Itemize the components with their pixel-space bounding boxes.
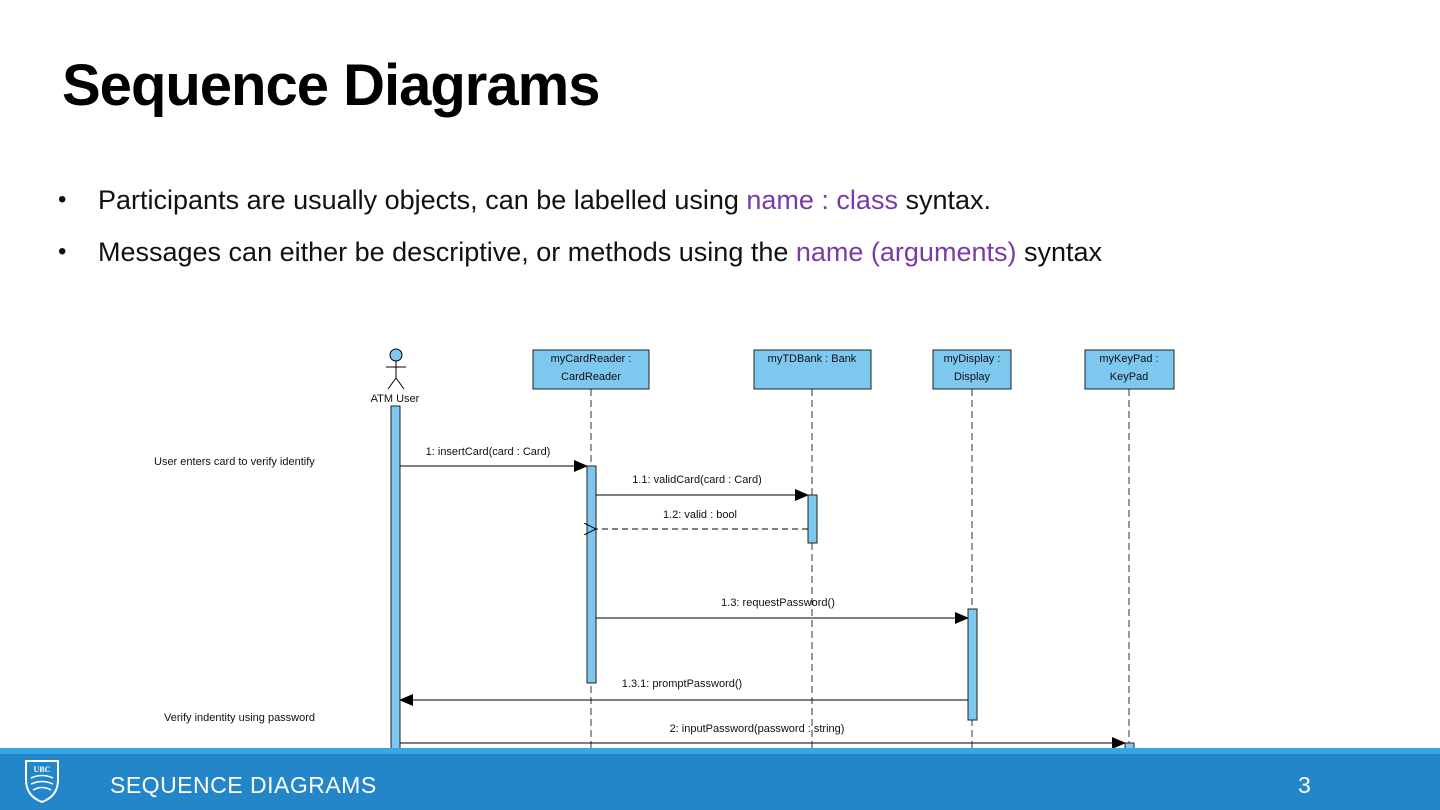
message-label: 1.2: valid : bool (663, 509, 737, 521)
message-label: 2: inputPassword(password : string) (670, 723, 845, 735)
bullet-highlight: name : class (746, 185, 898, 215)
bullet-item: • Messages can either be descriptive, or … (58, 232, 1102, 272)
slide-title: Sequence Diagrams (62, 53, 600, 118)
participant-label: CardReader (561, 371, 621, 383)
participant-label: myCardReader : (551, 353, 632, 365)
actor-figure-icon (386, 348, 406, 390)
message-label: 1: insertCard(card : Card) (426, 446, 551, 458)
bullet-item: • Participants are usually objects, can b… (58, 180, 1102, 220)
footer-title: SEQUENCE DIAGRAMS (110, 772, 377, 798)
participant-bank: myTDBank : Bank (753, 349, 872, 390)
participant-keypad: myKeyPad : KeyPad (1084, 349, 1175, 390)
participant-card-reader: myCardReader : CardReader (532, 349, 650, 390)
actor-label: ATM User (371, 393, 420, 405)
bullet-highlight: name (arguments) (795, 237, 1017, 267)
bullet-text: Participants are usually objects, can be… (98, 185, 747, 215)
message-label: 1.3: requestPassword() (721, 597, 835, 609)
participant-label: myTDBank : Bank (768, 353, 857, 365)
participant-label: myDisplay : (944, 353, 1001, 365)
logo-text: UBC (34, 765, 51, 774)
bullet-text: Messages can either be descriptive, or m… (98, 237, 796, 267)
bullet-text: syntax (1016, 237, 1103, 267)
footer-bar (0, 748, 1440, 810)
diagram-note: Verify indentity using password (164, 712, 315, 724)
bullet-list: • Participants are usually objects, can b… (58, 180, 1102, 284)
message-label: 1.1: validCard(card : Card) (632, 474, 762, 486)
page-number: 3 (1298, 772, 1311, 798)
bullet-dot-icon: • (58, 186, 67, 213)
bullet-dot-icon: • (58, 238, 67, 265)
diagram-note: User enters card to verify identify (154, 456, 315, 468)
lifelines (590, 389, 1130, 750)
bullet-text: syntax. (897, 185, 991, 215)
participant-display: myDisplay : Display (932, 349, 1012, 390)
message-label: 1.3.1: promptPassword() (622, 678, 742, 690)
ubc-crest-icon: UBC (25, 760, 59, 804)
participant-label: KeyPad (1110, 371, 1149, 383)
participant-label: myKeyPad : (1099, 353, 1158, 365)
activation-bars (390, 405, 1135, 757)
participant-label: Display (954, 371, 991, 383)
footer-accent-strip (0, 748, 1440, 754)
